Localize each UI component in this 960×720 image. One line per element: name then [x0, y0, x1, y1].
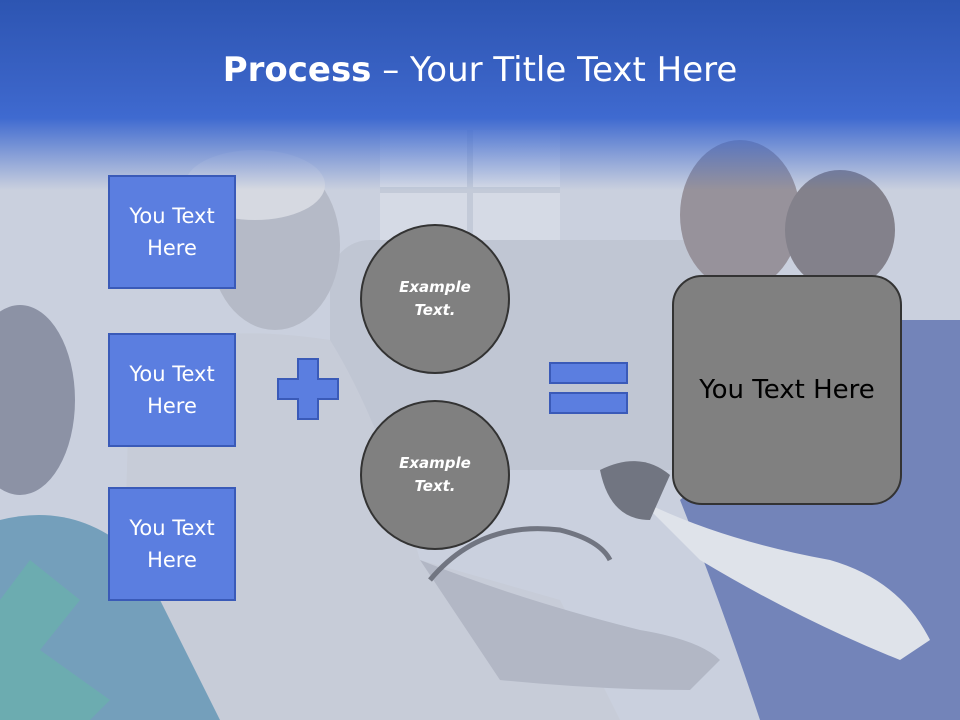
result-box-label: You Text Here: [699, 375, 875, 405]
text-box-3-label: You Text Here: [129, 516, 215, 572]
text-box-2-label: You Text Here: [129, 362, 215, 418]
result-box[interactable]: You Text Here: [672, 275, 902, 505]
example-circle-2[interactable]: Example Text.: [360, 400, 510, 550]
text-box-3[interactable]: You Text Here: [108, 487, 236, 601]
text-box-1[interactable]: You Text Here: [108, 175, 236, 289]
title-bold: Process: [222, 50, 372, 90]
text-box-2[interactable]: You Text Here: [108, 333, 236, 447]
equals-icon: [549, 362, 628, 414]
slide-title[interactable]: Process – Your Title Text Here: [0, 50, 960, 90]
example-circle-1-label: Example Text.: [399, 278, 471, 319]
text-box-1-label: You Text Here: [129, 204, 215, 260]
example-circle-2-label: Example Text.: [399, 454, 471, 495]
title-bar: [0, 0, 960, 190]
example-circle-1[interactable]: Example Text.: [360, 224, 510, 374]
title-rest: – Your Title Text Here: [371, 50, 738, 90]
plus-icon: [277, 358, 339, 420]
